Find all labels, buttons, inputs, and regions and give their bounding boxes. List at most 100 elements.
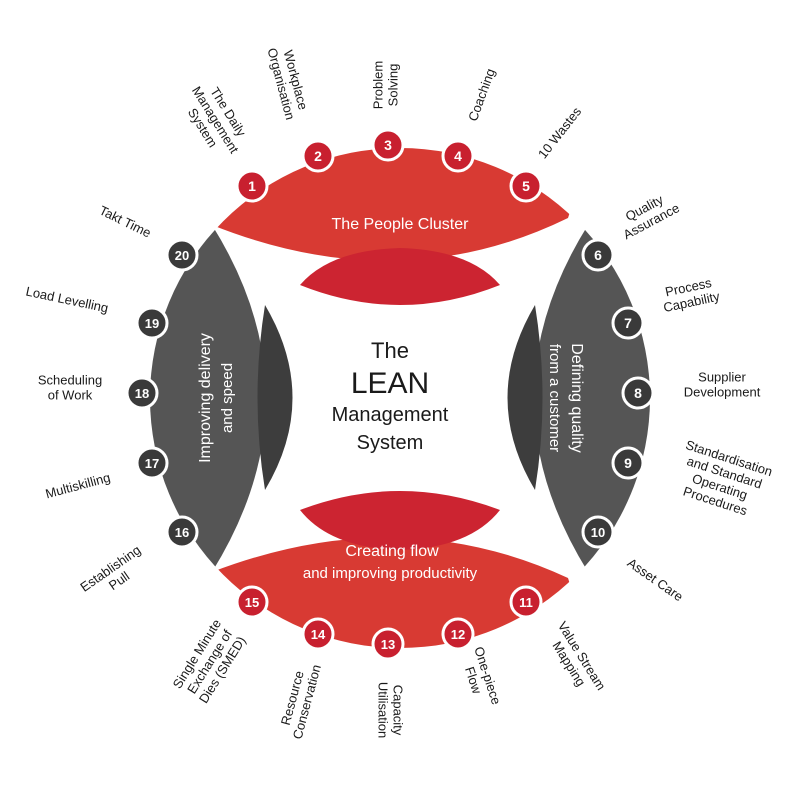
badge-number: 7 [624, 315, 632, 331]
badge-number: 3 [384, 137, 392, 153]
element-badge-4: 4 [441, 139, 475, 173]
element-badge-16: 16 [165, 515, 199, 549]
element-label-line: Asset Care [625, 555, 686, 604]
element-label-line: Scheduling [38, 373, 102, 388]
flow-cluster-title: Creating flow [345, 543, 439, 560]
badge-circle [301, 139, 335, 173]
badge-circle [621, 376, 655, 410]
element-badge-18: 18 [125, 376, 159, 410]
badge-circle [441, 139, 475, 173]
badge-number: 4 [454, 148, 462, 164]
element-badge-10: 10 [581, 515, 615, 549]
element-badge-9: 9 [611, 446, 645, 480]
badge-number: 14 [311, 627, 326, 642]
badge-number: 15 [245, 595, 259, 610]
badge-circle [581, 515, 615, 549]
quality-cluster-title: Defining quality [568, 343, 585, 452]
badge-number: 5 [522, 178, 530, 194]
badge-number: 13 [381, 637, 395, 652]
element-badge-1: 1 [235, 169, 269, 203]
flow-cluster-subtitle: and improving productivity [303, 565, 478, 582]
element-badge-14: 14 [301, 617, 335, 651]
badge-number: 8 [634, 385, 642, 401]
badge-number: 2 [314, 148, 322, 164]
element-label-17: Multiskilling [44, 470, 112, 502]
delivery-cluster-title: Improving delivery [197, 333, 214, 463]
element-label-19: Load Levelling [25, 283, 110, 315]
badge-number: 19 [145, 316, 159, 331]
badge-circle [125, 376, 159, 410]
badge-number: 17 [145, 456, 159, 471]
element-badge-12: 12 [441, 617, 475, 651]
center-title-line1: The [371, 338, 409, 363]
badge-number: 18 [135, 386, 149, 401]
badge-circle [301, 617, 335, 651]
badge-number: 16 [175, 525, 189, 540]
badge-circle [371, 128, 405, 162]
element-badge-20: 20 [165, 238, 199, 272]
badge-circle [165, 238, 199, 272]
quality-cluster-subtitle: from a customer [546, 344, 563, 452]
people-cluster-inner [300, 248, 500, 305]
element-label-4: Coaching [465, 66, 498, 123]
element-badge-7: 7 [611, 306, 645, 340]
badge-number: 11 [519, 595, 533, 610]
badge-circle [371, 627, 405, 661]
quality-cluster-inner [507, 305, 543, 490]
element-badge-8: 8 [621, 376, 655, 410]
element-label-line: Problem [371, 61, 386, 109]
center-title-line4: System [357, 432, 424, 454]
badge-number: 10 [591, 525, 605, 540]
badge-circle [611, 446, 645, 480]
badge-circle [611, 306, 645, 340]
element-label-line: Coaching [465, 66, 498, 123]
badge-circle [135, 306, 169, 340]
element-label-line: Solving [386, 64, 401, 107]
element-badge-5: 5 [509, 169, 543, 203]
element-badge-13: 13 [371, 627, 405, 661]
center-title-line2: LEAN [351, 367, 429, 400]
element-label-line: Load Levelling [25, 283, 110, 315]
element-badge-11: 11 [509, 585, 543, 619]
badge-circle [581, 238, 615, 272]
badge-number: 12 [451, 627, 465, 642]
element-badge-17: 17 [135, 446, 169, 480]
element-label-line: Multiskilling [44, 470, 112, 502]
badge-number: 6 [594, 247, 602, 263]
element-label-line: Takt Time [97, 203, 154, 241]
element-badge-15: 15 [235, 585, 269, 619]
center-title-line3: Management [332, 404, 449, 426]
badge-circle [509, 585, 543, 619]
people-cluster-title: The People Cluster [332, 216, 470, 233]
delivery-cluster-subtitle: and speed [219, 363, 236, 433]
element-label-line: Utilisation [376, 682, 391, 738]
badge-circle [235, 169, 269, 203]
badge-circle [235, 585, 269, 619]
element-badge-2: 2 [301, 139, 335, 173]
delivery-cluster-inner [257, 305, 293, 490]
element-label-5: 10 Wastes [535, 104, 585, 162]
element-label-20: Takt Time [97, 203, 154, 241]
badge-number: 20 [175, 248, 189, 263]
element-label-10: Asset Care [625, 555, 686, 604]
badge-circle [441, 617, 475, 651]
element-badge-6: 6 [581, 238, 615, 272]
element-label-line: Supplier [698, 370, 746, 385]
element-label-line: 10 Wastes [535, 104, 585, 162]
